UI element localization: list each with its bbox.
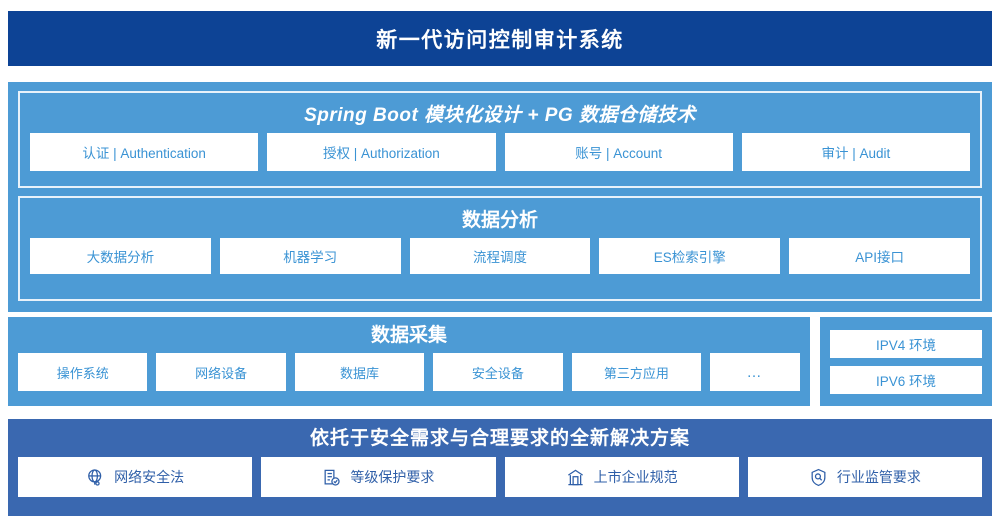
chip-label: 等级保护要求 [350, 469, 435, 485]
spring-boot-section-title: Spring Boot 模块化设计 + PG 数据仓储技术 [304, 105, 696, 126]
chip-network-device[interactable]: 网络设备 [156, 353, 286, 391]
chip-ipv6-environment[interactable]: IPV6 环境 [830, 365, 982, 394]
globe-icon [86, 468, 105, 487]
chip-more[interactable]: … [710, 353, 801, 391]
chip-authentication[interactable]: 认证 | Authentication [30, 133, 259, 171]
spring-boot-chip-row: 认证 | Authentication 授权 | Authorization 账… [30, 133, 970, 171]
chip-audit[interactable]: 审计 | Audit [741, 133, 970, 171]
chip-label: 机器学习 [283, 250, 338, 265]
chip-label: 上市企业规范 [593, 469, 678, 485]
chip-label: 审计 | Audit [821, 146, 891, 161]
chip-classified-protection[interactable]: 等级保护要求 [261, 457, 496, 497]
chip-ipv4-environment[interactable]: IPV4 环境 [830, 329, 982, 358]
chip-label: 认证 | Authentication [82, 146, 206, 161]
chip-listed-company-standards[interactable]: 上市企业规范 [504, 457, 739, 497]
chip-label: IPV6 环境 [875, 373, 937, 389]
chip-process-scheduling[interactable]: 流程调度 [409, 238, 591, 274]
chip-label: 网络设备 [195, 365, 248, 381]
solution-panel: 依托于安全需求与合理要求的全新解决方案 网络安全法 [8, 419, 992, 516]
platform-panel: Spring Boot 模块化设计 + PG 数据仓储技术 认证 | Authe… [8, 82, 992, 312]
chip-label: 第三方应用 [603, 365, 669, 381]
chip-label: ES检索引擎 [653, 250, 726, 265]
chip-label: 账号 | Account [575, 146, 663, 161]
chip-authorization[interactable]: 授权 | Authorization [267, 133, 496, 171]
chip-es-search-engine[interactable]: ES检索引擎 [599, 238, 781, 274]
data-collection-title: 数据采集 [370, 325, 447, 346]
spring-boot-section: Spring Boot 模块化设计 + PG 数据仓储技术 认证 | Authe… [18, 91, 982, 188]
data-analysis-section: 数据分析 大数据分析 机器学习 流程调度 ES检索引擎 API接口 [18, 196, 982, 301]
header-title-bar: 新一代访问控制审计系统 [8, 11, 992, 66]
chip-database[interactable]: 数据库 [294, 353, 425, 391]
chip-label: 安全设备 [471, 365, 524, 381]
data-analysis-chip-row: 大数据分析 机器学习 流程调度 ES检索引擎 API接口 [30, 238, 970, 274]
document-check-icon [322, 468, 341, 487]
chip-account[interactable]: 账号 | Account [504, 133, 733, 171]
chip-label: 大数据分析 [86, 250, 155, 265]
solution-chip-row: 网络安全法 等级保护要求 [18, 457, 982, 497]
chip-label: 授权 | Authorization [322, 146, 440, 161]
chip-label: … [746, 363, 764, 381]
data-collection-chip-row: 操作系统 网络设备 数据库 安全设备 第三方应用 … [18, 353, 801, 391]
solution-panel-title: 依托于安全需求与合理要求的全新解决方案 [309, 428, 690, 449]
chip-security-device[interactable]: 安全设备 [433, 353, 563, 391]
chip-operating-system[interactable]: 操作系统 [18, 353, 148, 391]
chip-big-data-analysis[interactable]: 大数据分析 [30, 238, 211, 274]
chip-label: 行业监管要求 [836, 469, 921, 485]
chip-api-interface[interactable]: API接口 [789, 238, 970, 274]
chip-label: 数据库 [340, 365, 380, 381]
chip-label: 流程调度 [472, 250, 527, 265]
shield-search-icon [809, 468, 828, 487]
ip-environment-panel: IPV4 环境 IPV6 环境 [820, 317, 992, 406]
chip-machine-learning[interactable]: 机器学习 [219, 238, 401, 274]
chip-cybersecurity-law[interactable]: 网络安全法 [18, 457, 253, 497]
chip-third-party-application[interactable]: 第三方应用 [571, 353, 702, 391]
chip-label: IPV4 环境 [875, 337, 937, 353]
chip-industry-regulation[interactable]: 行业监管要求 [747, 457, 982, 497]
data-collection-panel: 数据采集 操作系统 网络设备 数据库 安全设备 第三方应用 … [8, 317, 810, 406]
bank-building-icon [566, 468, 585, 487]
chip-label: API接口 [855, 250, 904, 265]
chip-label: 网络安全法 [114, 469, 185, 485]
page-title: 新一代访问控制审计系统 [376, 28, 624, 52]
data-analysis-section-title: 数据分析 [461, 210, 538, 231]
chip-label: 操作系统 [56, 365, 109, 381]
